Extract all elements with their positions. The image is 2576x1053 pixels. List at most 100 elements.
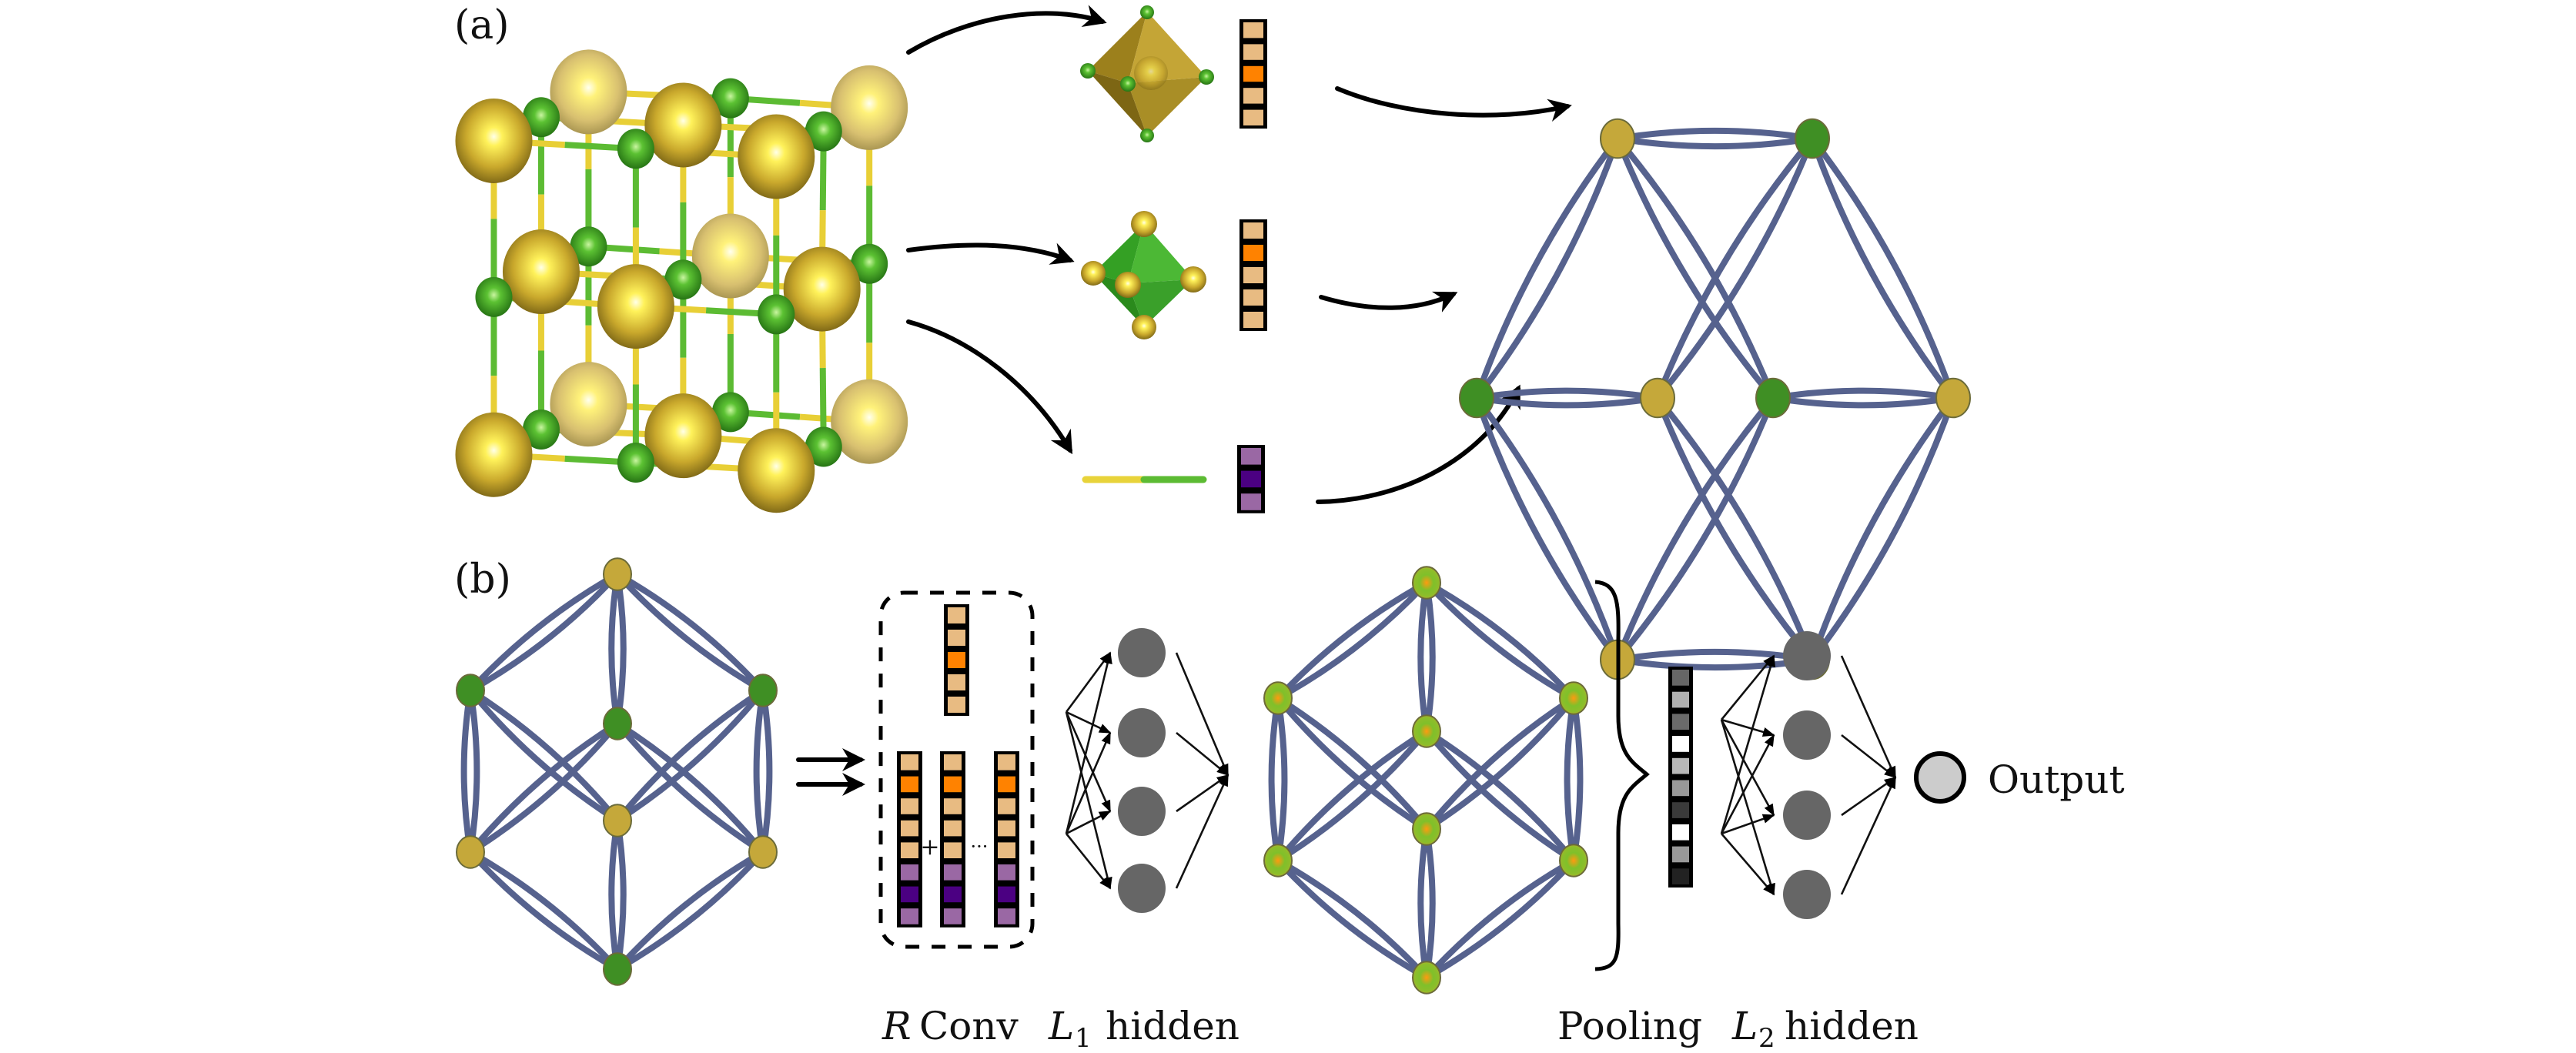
arrow-to-graph-1 bbox=[1335, 86, 1572, 122]
graph-edge bbox=[467, 571, 621, 694]
graph-edge bbox=[1614, 395, 1776, 663]
graph-edge bbox=[614, 849, 766, 972]
caption-l2-symbol: L bbox=[1731, 1004, 1758, 1048]
graph-edge bbox=[1417, 826, 1430, 981]
input-connection bbox=[1065, 731, 1112, 834]
graph-edge bbox=[614, 571, 766, 694]
input-connection bbox=[1721, 718, 1775, 737]
neighbor-concat-vector bbox=[940, 751, 965, 928]
vector-cell bbox=[998, 776, 1015, 793]
vector-cell bbox=[1672, 736, 1689, 752]
gold-atom bbox=[597, 264, 674, 349]
graph-edge bbox=[1770, 387, 1956, 401]
vector-cell bbox=[998, 820, 1015, 837]
green-node bbox=[1795, 118, 1830, 159]
graph-edge bbox=[1474, 395, 1621, 663]
pooling-brace bbox=[1594, 580, 1650, 971]
green-atom bbox=[522, 409, 560, 450]
input-connection bbox=[1720, 654, 1776, 834]
output-connection bbox=[1175, 774, 1229, 889]
graph-edge bbox=[1614, 395, 1776, 663]
graph-edge bbox=[1809, 135, 1956, 401]
green-node bbox=[603, 707, 632, 740]
graph-edge bbox=[1654, 395, 1815, 663]
vector-cell bbox=[998, 842, 1015, 858]
gold-atom bbox=[644, 393, 722, 479]
pooled-node bbox=[1412, 566, 1441, 600]
caption-l1-subscript: 1 bbox=[1075, 1023, 1092, 1053]
vector-cell bbox=[998, 886, 1015, 903]
pooled-node bbox=[1412, 961, 1441, 994]
double-arrow bbox=[796, 748, 865, 796]
conv-feature-vectors bbox=[897, 604, 1019, 928]
caption-l2-hidden-text: hidden bbox=[1785, 1004, 1919, 1048]
input-connection bbox=[1065, 833, 1112, 890]
vector-cell bbox=[901, 820, 918, 837]
octahedron-green-center bbox=[1081, 211, 1206, 339]
hidden-neuron bbox=[1118, 708, 1166, 757]
green-atom bbox=[805, 426, 842, 467]
graph-edge bbox=[1564, 695, 1577, 864]
vector-cell bbox=[1672, 846, 1689, 863]
green-atom bbox=[711, 78, 749, 119]
graph-edge bbox=[467, 720, 621, 855]
gold-atom bbox=[550, 362, 627, 447]
graph-edge bbox=[1809, 395, 1956, 663]
graph-edge bbox=[467, 687, 480, 855]
vector-cell bbox=[1672, 802, 1689, 818]
neighbor-concat-vector bbox=[897, 751, 922, 928]
green-node bbox=[456, 674, 485, 707]
graph-edge bbox=[614, 687, 766, 824]
hidden-neuron bbox=[1118, 864, 1166, 913]
vector-cell bbox=[901, 842, 918, 858]
graph-edge bbox=[1614, 657, 1815, 671]
input-connection bbox=[1721, 814, 1775, 835]
vector-cell bbox=[1241, 493, 1261, 510]
gold-atom bbox=[738, 428, 815, 513]
vector-cell bbox=[948, 652, 965, 668]
conv-dashed-box bbox=[878, 590, 1035, 949]
output-connection bbox=[1841, 776, 1897, 817]
input-connection bbox=[1066, 710, 1112, 734]
green-atom bbox=[522, 97, 560, 138]
hidden-neuron bbox=[1783, 791, 1831, 840]
vector-cell bbox=[1672, 780, 1689, 797]
ellipsis: ··· bbox=[971, 836, 989, 857]
pooled-node bbox=[1559, 681, 1588, 715]
gold-atom bbox=[455, 98, 533, 183]
gold-atom bbox=[783, 246, 861, 332]
vector-cell bbox=[1241, 470, 1261, 488]
green-atom bbox=[805, 111, 842, 152]
crystal-structure bbox=[455, 49, 908, 513]
graph-edge bbox=[1474, 135, 1621, 401]
hidden-neuron bbox=[1783, 631, 1831, 680]
input-connection bbox=[1065, 651, 1112, 834]
plus-sign: + bbox=[920, 834, 939, 861]
pooled-node bbox=[1263, 681, 1293, 715]
pooled-node bbox=[1263, 844, 1293, 878]
gold-node bbox=[456, 835, 485, 869]
caption-l1-hidden: L 1 hidden bbox=[1048, 1004, 1239, 1053]
crystal-graph-a bbox=[1459, 118, 1971, 680]
graph-edge bbox=[1275, 857, 1430, 981]
vector-cell bbox=[944, 820, 962, 837]
caption-r-symbol: R bbox=[882, 1004, 912, 1048]
hidden-neuron bbox=[1118, 628, 1166, 677]
graph-edge bbox=[1770, 395, 1956, 409]
graph-edge bbox=[753, 687, 766, 855]
caption-l1-hidden-text: hidden bbox=[1106, 1004, 1239, 1048]
vector-cell bbox=[1672, 824, 1689, 841]
vector-cell bbox=[1672, 757, 1689, 774]
graph-edge bbox=[1275, 695, 1430, 832]
vector-cell bbox=[1243, 245, 1263, 261]
vector-cell bbox=[944, 776, 962, 793]
graph-edge bbox=[1474, 395, 1661, 409]
vector-cell bbox=[1243, 289, 1263, 306]
vector-cell bbox=[901, 754, 918, 771]
crystal-graph-pooled bbox=[1263, 566, 1588, 994]
graph-edge bbox=[1809, 135, 1956, 401]
center-atom-vector bbox=[944, 604, 969, 716]
neighbor-concat-vector bbox=[994, 751, 1019, 928]
graph-edge bbox=[1614, 135, 1776, 401]
graph-edge bbox=[1423, 580, 1577, 701]
